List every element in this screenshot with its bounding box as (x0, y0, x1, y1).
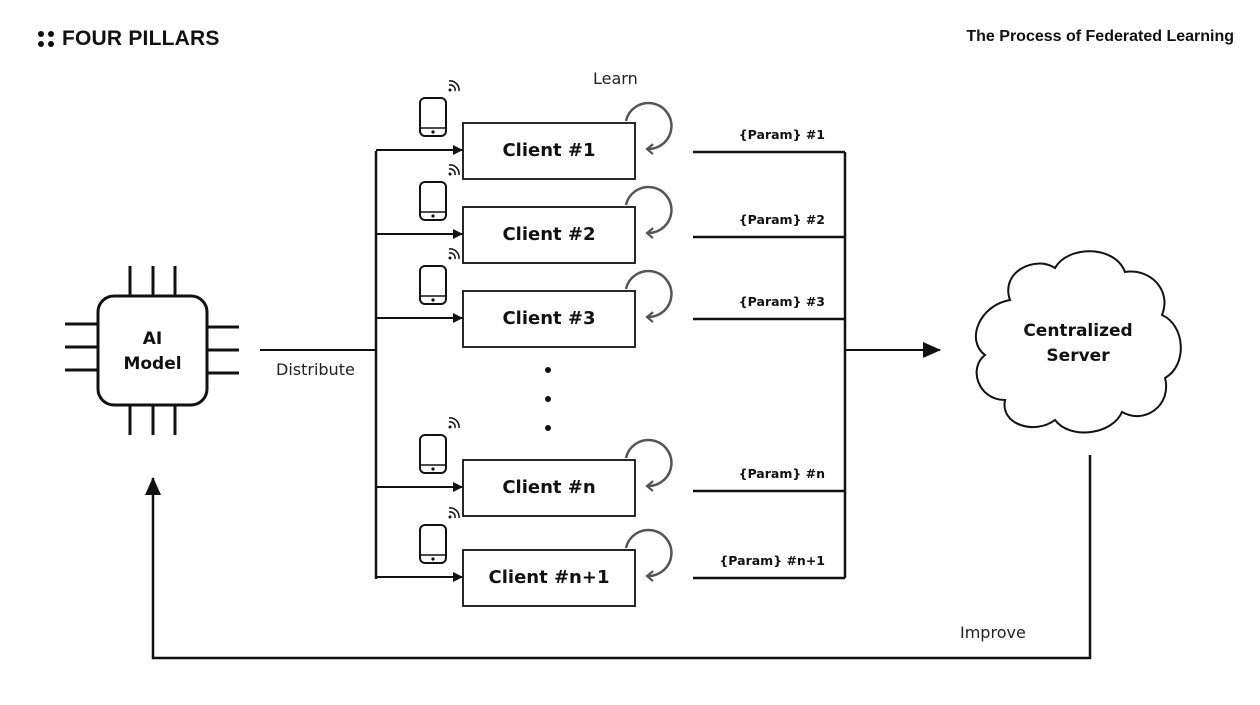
client-box (462, 549, 636, 607)
four-dots-icon (38, 31, 54, 47)
ellipsis-dot (545, 367, 551, 373)
client-row: Client #3 {Param} #3 (376, 248, 845, 348)
ellipsis-dot (545, 396, 551, 402)
page-title: The Process of Federated Learning (966, 28, 1234, 45)
client-box (462, 459, 636, 517)
server-label-line1: Centralized (1023, 321, 1132, 341)
wifi-signal-icon (448, 80, 460, 92)
learn-loop-icon (624, 185, 673, 239)
smartphone-icon (419, 265, 447, 305)
ellipsis-dot (545, 425, 551, 431)
client-box (462, 122, 636, 180)
client-row: Client #n {Param} #n (376, 417, 845, 517)
learn-loop-icon (624, 101, 673, 155)
ai-model-label-line2: Model (123, 354, 181, 374)
ai-model-chip: AI Model (65, 266, 239, 435)
client-label: Client #3 (502, 308, 595, 329)
wifi-signal-icon (448, 164, 460, 176)
param-label: {Param} #n+1 (719, 553, 825, 568)
smartphone-icon (419, 181, 447, 221)
client-label: Client #2 (502, 224, 595, 245)
smartphone-icon (419, 434, 447, 474)
brand-logo: FOUR PILLARS (38, 27, 220, 51)
learn-label: Learn (593, 69, 638, 88)
client-row: Client #n+1 {Param} #n+1 (376, 507, 845, 607)
brand-name: FOUR PILLARS (62, 27, 220, 50)
ai-model-label-line1: AI (143, 329, 162, 349)
client-label: Client #1 (502, 140, 595, 161)
wifi-signal-icon (448, 417, 460, 429)
client-label: Client #n (502, 477, 595, 498)
wifi-signal-icon (448, 248, 460, 260)
param-label: {Param} #n (739, 466, 825, 481)
centralized-server-cloud: Centralized Server (974, 250, 1182, 434)
distribute-label: Distribute (276, 360, 355, 379)
learn-loop-icon (624, 528, 673, 582)
param-label: {Param} #2 (739, 212, 825, 227)
client-box (462, 206, 636, 264)
improve-label: Improve (960, 623, 1026, 642)
chip-pins-icon (65, 266, 239, 435)
ellipsis-dots (545, 367, 551, 431)
wifi-signal-icon (448, 507, 460, 519)
cloud-icon (974, 250, 1182, 434)
server-label-line2: Server (1046, 346, 1110, 366)
improve-feedback-arrow (145, 455, 1092, 660)
client-box (462, 290, 636, 348)
client-label: Client #n+1 (489, 567, 610, 588)
client-row: Client #2 {Param} #2 (376, 164, 845, 264)
learn-loop-icon (624, 438, 673, 492)
param-label: {Param} #3 (739, 294, 825, 309)
smartphone-icon (419, 524, 447, 564)
param-label: {Param} #1 (739, 127, 825, 142)
learn-loop-icon (624, 269, 673, 323)
smartphone-icon (419, 97, 447, 137)
client-row: Client #1 {Param} #1 (376, 80, 845, 180)
